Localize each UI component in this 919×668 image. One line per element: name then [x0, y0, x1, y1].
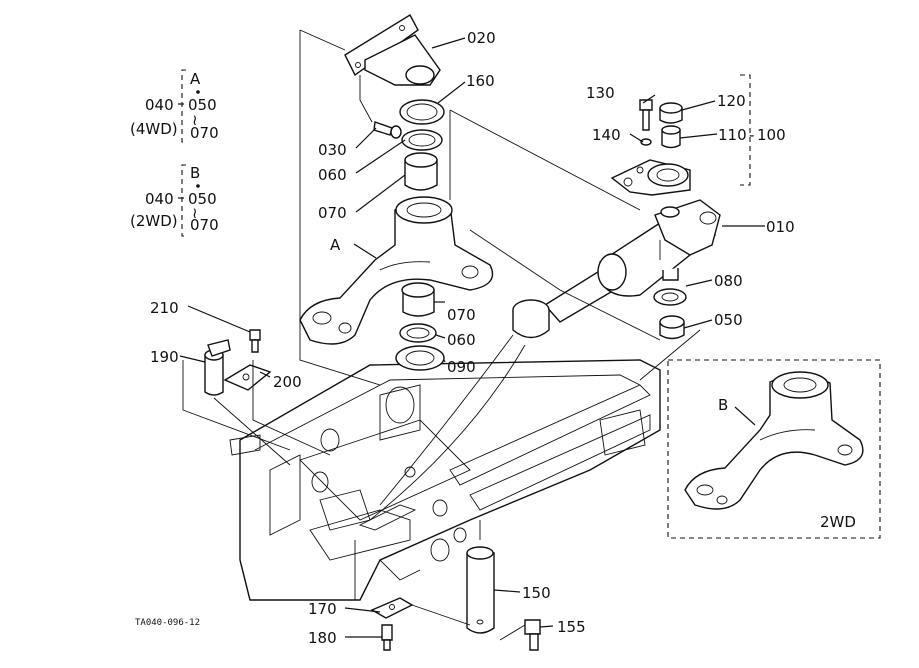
label-010: 010 [766, 218, 795, 236]
label-120: 120 [717, 92, 746, 110]
bracket-100 [740, 74, 751, 186]
part-030-grease-nipple [373, 121, 402, 139]
part-070-bushing-lower [401, 282, 435, 317]
label-030: 030 [318, 141, 347, 159]
part-190-pin [204, 339, 231, 396]
svg-text:-: - [749, 126, 754, 144]
label-190: 190 [150, 348, 179, 366]
label-060-upper: 060 [318, 166, 347, 184]
inset-2wd: B 2WD [667, 359, 881, 539]
part-200-plate [223, 364, 272, 391]
part-number-labels: 020 160 030 060 070 130 120 140 110 - 10… [150, 29, 795, 647]
part-090-washer [395, 345, 445, 371]
part-140-washer [640, 138, 652, 146]
label-200: 200 [273, 373, 302, 391]
drawing-code: TA040-096-12 [135, 618, 200, 628]
legend-2wd-main: 040 [145, 190, 174, 208]
part-150-pivot-pin [466, 546, 495, 634]
inset-2wd-label: 2WD [820, 513, 856, 531]
part-060-seal-upper [401, 129, 443, 151]
label-140: 140 [592, 126, 621, 144]
svg-text:≀: ≀ [192, 111, 198, 129]
part-060-seal-lower [399, 323, 437, 343]
leader-lines [179, 29, 765, 641]
part-110-assembly [610, 159, 691, 196]
legend-4wd-letter: A [190, 70, 201, 88]
legend-4wd-sub2: 070 [190, 124, 219, 142]
legend-4wd: A 040 050 ≀ (4WD) 070 [130, 69, 219, 143]
part-010-steering-cylinder [512, 199, 721, 339]
label-060-lower: 060 [447, 331, 476, 349]
part-110-bushing [661, 125, 681, 149]
part-180-grease-nipple [381, 624, 393, 651]
part-080-washer [653, 288, 687, 306]
label-070-lower: 070 [447, 306, 476, 324]
label-050: 050 [714, 311, 743, 329]
legend-4wd-main: 040 [145, 96, 174, 114]
legend-2wd-variant: (2WD) [130, 212, 178, 230]
label-070-upper: 070 [318, 204, 347, 222]
legend-4wd-sub1: 050 [188, 96, 217, 114]
part-130-bolt [639, 99, 653, 131]
legend-2wd-sub1: 050 [188, 190, 217, 208]
label-100: 100 [757, 126, 786, 144]
part-120-cap [659, 102, 683, 124]
part-020-bracket [344, 14, 441, 86]
knuckle-arm-a [299, 196, 494, 345]
legend-2wd-letter: B [190, 164, 200, 182]
legend-4wd-variant: (4WD) [130, 120, 178, 138]
label-160: 160 [466, 72, 495, 90]
part-050-bushing [659, 315, 685, 340]
part-070-bushing-upper [404, 152, 438, 191]
part-170-plate [370, 597, 414, 619]
label-155: 155 [557, 618, 586, 636]
label-180: 180 [308, 629, 337, 647]
label-130: 130 [586, 84, 615, 102]
front-axle-frame [229, 359, 661, 601]
label-110: 110 [718, 126, 747, 144]
part-160-ring [399, 99, 445, 125]
legend-2wd-sub2: 070 [190, 216, 219, 234]
label-150: 150 [522, 584, 551, 602]
legend-2wd: B 040 050 ≀ (2WD) 070 [130, 164, 219, 237]
label-170: 170 [308, 600, 337, 618]
part-210-bolt [249, 329, 261, 353]
part-155-elbow-fitting [524, 619, 541, 651]
label-080: 080 [714, 272, 743, 290]
callout-a: A [330, 236, 341, 254]
label-210: 210 [150, 299, 179, 317]
callout-b: B [718, 396, 728, 414]
label-090: 090 [447, 358, 476, 376]
label-020: 020 [467, 29, 496, 47]
svg-text:≀: ≀ [192, 204, 198, 222]
